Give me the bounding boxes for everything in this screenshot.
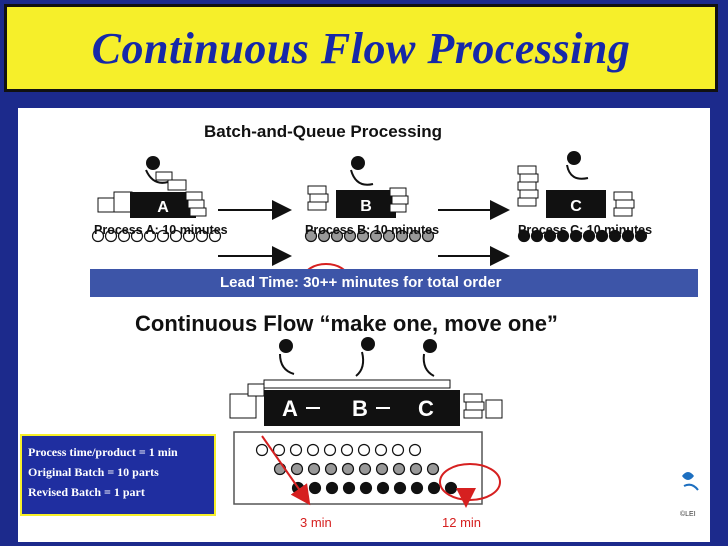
flow-part-dot — [255, 443, 269, 457]
flow-part-dot — [308, 481, 322, 495]
batch-part-dot — [395, 229, 409, 243]
flow-part-dot — [341, 462, 355, 476]
station-a-table — [130, 192, 196, 218]
flow-part-dot — [342, 481, 356, 495]
batch-part-dot — [330, 229, 344, 243]
batch-part-dot — [543, 229, 557, 243]
flow-station-table — [264, 390, 460, 426]
twelve-min-label: 12 min — [442, 515, 482, 530]
batch-part-dot — [608, 229, 622, 243]
batch-part-dot — [408, 229, 422, 243]
flow-workers — [229, 337, 503, 419]
flow-part-dot — [272, 443, 286, 457]
flow-letter-a: A — [282, 396, 298, 421]
flow-part-dot — [290, 462, 304, 476]
twelve-min-highlight — [439, 463, 501, 501]
flow-part-dot — [359, 481, 373, 495]
flow-part-dot — [444, 481, 458, 495]
batch-part-dot — [530, 229, 544, 243]
flow-part-dot — [358, 462, 372, 476]
title-bar: Continuous Flow Processing — [4, 4, 718, 92]
batch-part-dot — [91, 229, 105, 243]
info-line-original-batch: Original Batch = 10 parts — [28, 465, 159, 479]
station-b-letter: B — [360, 198, 372, 215]
process-a-label: Process A: 10 minutes — [94, 223, 228, 237]
batch-part-dot — [569, 229, 583, 243]
station-c-table — [546, 190, 606, 218]
batch-part-dot — [621, 229, 635, 243]
flow-letter-b: B — [352, 396, 368, 421]
batch-part-dot — [182, 229, 196, 243]
batch-part-dot — [356, 229, 370, 243]
flow-part-dot — [325, 481, 339, 495]
process-b-label: Process B: 10 minutes — [305, 223, 440, 237]
info-line-revised-batch: Revised Batch = 1 part — [28, 485, 145, 499]
flow-part-dot — [357, 443, 371, 457]
batch-part-dot — [117, 229, 131, 243]
batch-part-dot — [382, 229, 396, 243]
flow-part-dot — [324, 462, 338, 476]
slide-title: Continuous Flow Processing — [91, 23, 631, 73]
batch-part-dot — [208, 229, 222, 243]
batch-part-dot — [369, 229, 383, 243]
flow-part-dot — [306, 443, 320, 457]
batch-part-dot — [556, 229, 570, 243]
batch-part-dot — [169, 229, 183, 243]
flow-part-dot — [376, 481, 390, 495]
flow-part-dot — [323, 443, 337, 457]
flow-grid-frame — [233, 431, 483, 505]
station-b-table — [336, 190, 396, 218]
flow-part-dot — [340, 443, 354, 457]
batch-part-dot — [595, 229, 609, 243]
batch-part-dot — [343, 229, 357, 243]
flow-letter-c: C — [418, 396, 434, 421]
station-c-letter: C — [570, 198, 582, 215]
flow-part-dot — [393, 481, 407, 495]
batch-part-dot — [517, 229, 531, 243]
lei-logo-icon: ©LEI — [680, 472, 699, 518]
batch-part-dot — [130, 229, 144, 243]
flow-part-dot — [374, 443, 388, 457]
three-min-label: 3 min — [300, 515, 332, 530]
worker-body — [145, 169, 169, 184]
batch-part-dot — [634, 229, 648, 243]
flow-part-dot — [392, 462, 406, 476]
flow-part-dot — [427, 481, 441, 495]
lead-time-bar — [90, 269, 698, 297]
station-a-illustration — [97, 156, 207, 218]
flow-heading: Continuous Flow “make one, move one” — [135, 311, 558, 336]
batch-part-dot — [156, 229, 170, 243]
process-c-label: Process C: 10 minutes — [518, 223, 653, 237]
batch-part-dot — [104, 229, 118, 243]
info-line-process-time: Process time/product = 1 min — [28, 445, 178, 459]
batch-dots — [91, 229, 648, 243]
flow-part-dot — [289, 443, 303, 457]
batch-part-dot — [304, 229, 318, 243]
batch-part-dot — [317, 229, 331, 243]
process-illustration: A B C A B C — [91, 151, 699, 518]
flow-part-dot — [409, 462, 423, 476]
three-min-arrow — [261, 435, 311, 506]
batch-part-dot — [195, 229, 209, 243]
flow-part-dot — [410, 481, 424, 495]
flow-part-dot — [408, 443, 422, 457]
info-box: Process time/product = 1 min Original Ba… — [20, 434, 216, 516]
station-c-illustration — [517, 151, 635, 218]
station-a-letter: A — [157, 199, 169, 216]
flow-part-dot — [426, 462, 440, 476]
batch-part-dot — [421, 229, 435, 243]
flow-part-dot — [307, 462, 321, 476]
logo-text: ©LEI — [680, 510, 696, 518]
lead-time-text: Lead Time: 30++ minutes for total order — [220, 274, 502, 291]
flow-part-dot — [391, 443, 405, 457]
worker-head — [146, 156, 160, 170]
station-b-illustration — [307, 156, 409, 218]
batch-part-dot — [582, 229, 596, 243]
batch-part-dot — [143, 229, 157, 243]
flow-part-dot — [375, 462, 389, 476]
flow-dots — [255, 443, 458, 495]
batch-heading: Batch-and-Queue Processing — [204, 122, 443, 141]
